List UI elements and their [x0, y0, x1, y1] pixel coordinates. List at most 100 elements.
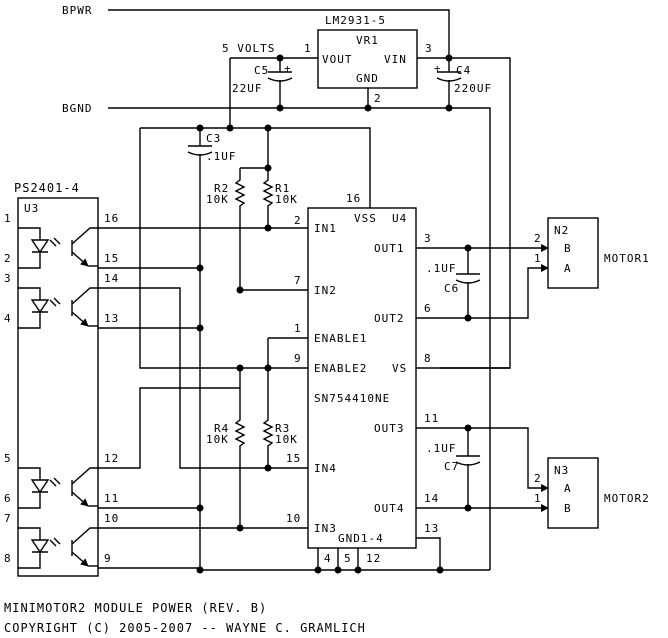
junction: [264, 464, 272, 472]
u4-pin-3: 3: [424, 232, 432, 245]
u4-pin-16: 16: [346, 192, 361, 205]
u4-enable2: ENABLE2: [314, 362, 367, 375]
u3-pin-4: 4: [4, 312, 12, 325]
u3-pin-3: 3: [4, 272, 12, 285]
junctions: [196, 54, 472, 574]
u4-pin-11: 11: [424, 412, 439, 425]
junction: [464, 314, 472, 322]
n2-pin-b: B: [564, 242, 572, 255]
c3-symbol: [187, 128, 213, 570]
u4-enable1: ENABLE1: [314, 332, 367, 345]
junction: [264, 224, 272, 232]
r4-ref: R4: [214, 422, 229, 435]
c5-symbol: [267, 58, 293, 108]
r3-value: 10K: [275, 433, 298, 446]
r3-symbol: [262, 338, 274, 468]
u4-in1: IN1: [314, 222, 337, 235]
net-label-bgnd: BGND: [62, 102, 93, 115]
junction: [196, 264, 204, 272]
wire-5v-left: [139, 128, 308, 369]
u3-pin-1: 1: [4, 212, 12, 225]
opto-channel-2: [18, 287, 98, 328]
u4-pin-7: 7: [294, 274, 302, 287]
n3-ref: N3: [554, 464, 569, 477]
u3-pin-9: 9: [104, 552, 112, 565]
u3-part: PS2401-4: [14, 181, 80, 195]
junction: [464, 424, 472, 432]
junction: [236, 286, 244, 294]
junction: [445, 54, 453, 62]
junction: [464, 244, 472, 252]
c3-value: .1UF: [206, 150, 237, 163]
u4-h-bridge: VSS U4 IN1 IN2 ENABLE1 ENABLE2 VS SN7544…: [286, 192, 549, 570]
transistor-4: [71, 527, 98, 566]
n3-pin-b: B: [564, 502, 572, 515]
c4-symbol: [436, 58, 462, 108]
junction: [196, 124, 204, 132]
copyright-notice: COPYRIGHT (C) 2005-2007 -- WAYNE C. GRAM…: [4, 621, 366, 635]
transistor-3: [71, 467, 98, 506]
u3-body: [17, 197, 99, 577]
vr1-part: LM2931-5: [325, 14, 386, 27]
opto-channel-3: [18, 467, 98, 509]
u4-pin-1: 1: [294, 322, 302, 335]
junction: [264, 364, 272, 372]
opto-channel-4: [18, 527, 98, 568]
junction: [276, 104, 284, 112]
u4-part: SN754410NE: [314, 392, 390, 405]
wire-bgnd: [108, 107, 491, 570]
u4-out4: OUT4: [374, 502, 405, 515]
n2-pin-1: 1: [534, 252, 542, 265]
junction: [196, 504, 204, 512]
junction: [364, 104, 372, 112]
u4-vss: VSS: [354, 212, 377, 225]
n2-connector: N2 B A 2 1 MOTOR1: [534, 217, 649, 289]
junction: [226, 124, 234, 132]
u3-optocoupler: PS2401-4 U3 1 2 3 4 5 6 7 8 16 15 14 13 …: [4, 181, 490, 577]
r3-ref: R3: [275, 422, 290, 435]
u4-out3: OUT3: [374, 422, 405, 435]
u4-ref: U4: [392, 212, 407, 225]
u4-gnd: GND1-4: [338, 532, 384, 545]
n3-pin-2: 2: [534, 472, 542, 485]
u4-in2: IN2: [314, 284, 337, 297]
c5-ref: C5: [254, 64, 269, 77]
junction: [236, 524, 244, 532]
c5-plus: +: [284, 62, 292, 75]
wire-out3: [416, 427, 549, 492]
c7-ref: C7: [444, 460, 459, 473]
junction: [445, 104, 453, 112]
u3-pin-14: 14: [104, 272, 119, 285]
junction: [264, 124, 272, 132]
junction: [314, 566, 322, 574]
n2-ref: N2: [554, 224, 569, 237]
junction: [236, 364, 244, 372]
c4-value: 220UF: [454, 82, 492, 95]
u4-out2: OUT2: [374, 312, 405, 325]
u4-pin-14: 14: [424, 492, 439, 505]
led-3: [18, 467, 61, 509]
opto-channel-1: [18, 227, 98, 268]
junction: [436, 566, 444, 574]
vr1-gnd: GND: [356, 72, 379, 85]
u3-pin-12: 12: [104, 452, 119, 465]
n3-pin-1: 1: [534, 492, 542, 505]
c4-ref: C4: [456, 64, 471, 77]
wire-u3-12: [98, 387, 240, 469]
c7-symbol: [455, 428, 481, 508]
r1-ref: R1: [275, 182, 290, 195]
r2-ref: R2: [214, 182, 229, 195]
c7-value: .1UF: [426, 442, 457, 455]
u3-pin-10: 10: [104, 512, 119, 525]
n3-connector: N3 A B 2 1 MOTOR2: [534, 457, 649, 529]
junction: [354, 566, 362, 574]
u3-pin-16: 16: [104, 212, 119, 225]
transistor-2: [71, 287, 98, 326]
u4-pin-9: 9: [294, 352, 302, 365]
junction: [196, 324, 204, 332]
junction: [276, 54, 284, 62]
n2-body: [547, 217, 599, 289]
u3-pin-5: 5: [4, 452, 12, 465]
c6-ref: C6: [444, 282, 459, 295]
c4-plus: +: [434, 62, 442, 75]
